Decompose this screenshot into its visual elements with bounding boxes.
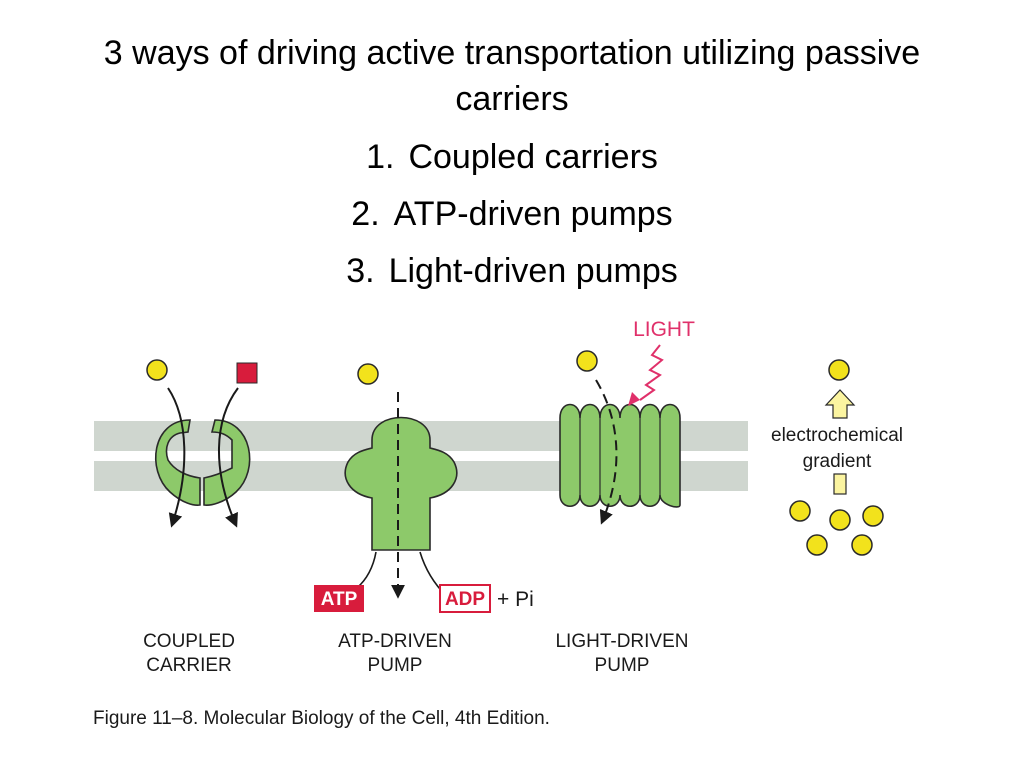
- list-number: 2.: [351, 195, 380, 233]
- adp-box: [439, 584, 491, 613]
- atp-driven-pump: ATP ADP + Pi: [314, 363, 534, 613]
- solute-circle: [862, 505, 884, 527]
- light-pump-label-line2: PUMP: [595, 655, 650, 676]
- cosolute-square: [236, 362, 258, 384]
- list-label: Coupled carriers: [408, 138, 658, 176]
- light-pump-label-line1: LIGHT-DRIVEN: [555, 631, 688, 652]
- list-item-1: 1. Coupled carriers: [0, 134, 1024, 180]
- list-item-2: 2. ATP-driven pumps: [0, 191, 1024, 237]
- coupled-carrier: [146, 359, 258, 528]
- carrier-left-half: [155, 419, 201, 506]
- solute-circle: [576, 350, 598, 372]
- carrier-right-half: [203, 419, 251, 506]
- atp-label: ATP: [321, 589, 358, 610]
- atp-pump-label-line1: ATP-DRIVEN: [338, 631, 452, 652]
- light-label: LIGHT: [633, 318, 695, 341]
- light-wave: [639, 344, 664, 401]
- atp-pump-label-line2: PUMP: [368, 655, 423, 676]
- solute-circle: [829, 509, 851, 531]
- list-item-3: 3. Light-driven pumps: [0, 248, 1024, 294]
- pi-label: + Pi: [497, 588, 534, 611]
- solute-circle: [789, 500, 811, 522]
- figure-caption: Figure 11–8. Molecular Biology of the Ce…: [93, 708, 550, 729]
- solute-circle: [851, 534, 873, 556]
- adp-label: ADP: [445, 589, 485, 610]
- light-arrowhead: [628, 392, 640, 406]
- coupled-path-right: [217, 387, 239, 528]
- solute-circle: [357, 363, 379, 385]
- coupled-carrier-label-line1: COUPLED: [143, 631, 235, 652]
- solute-circle: [146, 359, 168, 381]
- bacteriorhodopsin-body: [559, 403, 681, 508]
- list-number: 3.: [346, 252, 375, 290]
- solute-circle: [828, 359, 850, 381]
- coupled-path-left: [167, 387, 186, 528]
- solute-circle: [806, 534, 828, 556]
- atp-box: [314, 585, 364, 612]
- pump-body: [344, 416, 458, 551]
- list-label: Light-driven pumps: [388, 252, 678, 290]
- coupled-carrier-label-line2: CARRIER: [146, 655, 232, 676]
- gradient-arrow-tail: [833, 473, 847, 495]
- light-pump-path: [595, 379, 618, 525]
- gradient-label-line1: electrochemical: [771, 425, 903, 446]
- list-number: 1.: [366, 138, 395, 176]
- gradient-label-line2: gradient: [803, 451, 872, 472]
- slide-title: 3 ways of driving active transportation …: [103, 34, 921, 118]
- light-driven-pump: LIGHT: [559, 318, 695, 525]
- list-label: ATP-driven pumps: [393, 195, 673, 233]
- gradient-arrow-head: [824, 389, 856, 419]
- electrochemical-gradient: electrochemical gradient: [771, 359, 903, 556]
